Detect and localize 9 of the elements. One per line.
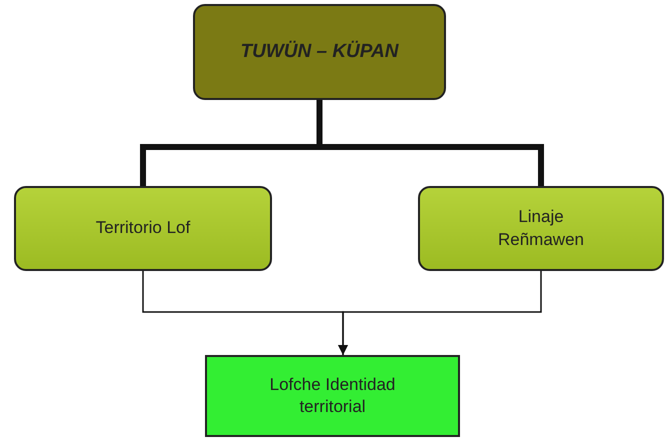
node-label: Linaje Reñmawen [497, 206, 585, 250]
concept-box [205, 355, 460, 437]
concept-box [418, 186, 664, 271]
node-label: Territorio Lof [96, 217, 190, 240]
arrow [338, 271, 542, 355]
concept-box [14, 186, 272, 271]
title-box [193, 4, 446, 100]
node-label: TUWÜN – KÜPAN [240, 40, 398, 64]
node-label: Lofche Identidad territorial [268, 374, 396, 418]
